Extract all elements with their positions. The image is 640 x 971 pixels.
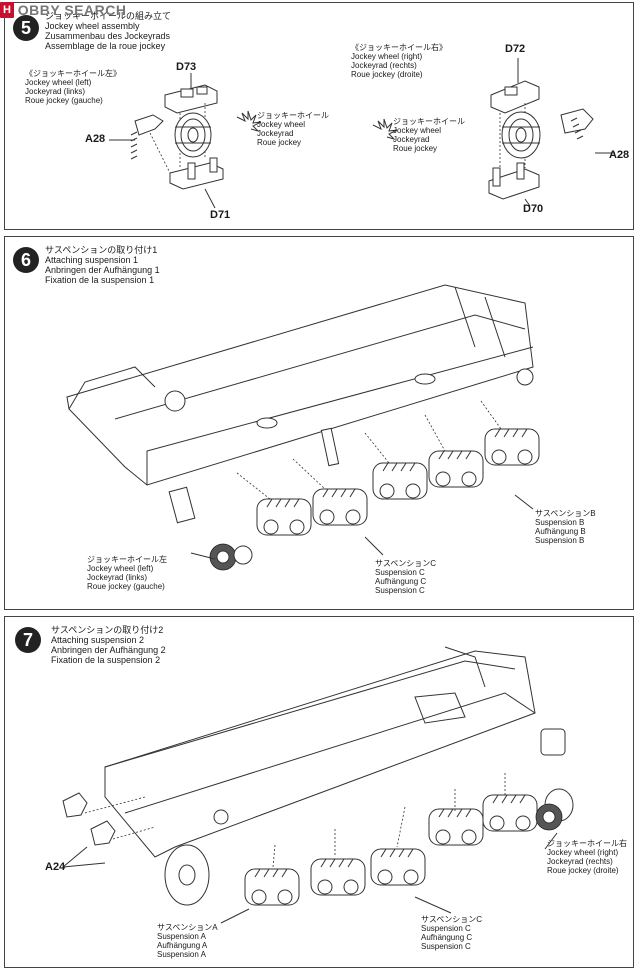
step-7-title-fr: Fixation de la suspension 2 [51,655,161,665]
suspension-c-step6-en: Suspension C [375,568,425,577]
suspension-c-step7-fr: Suspension C [421,942,471,951]
suspension-b-fr: Suspension B [535,536,585,545]
step-6-title-en: Attaching suspension 1 [45,255,139,265]
watermark: H OBBY SEARCH [0,0,170,20]
suspension-c-step7-de: Aufhängung C [421,933,473,942]
step-7-title: サスペンションの取り付け2 Attaching suspension 2 Anb… [51,625,166,665]
step-5-title-fr: Assemblage de la roue jockey [45,41,166,51]
jockey-left-label: ジョッキーホイール左 Jockey wheel (left) Jockeyrad… [87,555,167,591]
step-5-illustration [109,58,615,209]
wheel-label-left-jp: ジョッキーホイール [257,111,329,120]
wheel-label-right-en: Jockey wheel [393,126,442,135]
wheel-label-left: ジョッキーホイール Jockey wheel Jockeyrad Roue jo… [257,111,329,147]
left-group-jp: 《ジョッキーホイール左》 [25,69,121,78]
step-7-title-de: Anbringen der Aufhängung 2 [51,645,166,655]
jockey-right-label: ジョッキーホイール右 Jockey wheel (right) Jockeyra… [547,839,627,875]
step-5-title-en: Jockey wheel assembly [45,21,140,31]
watermark-text: OBBY SEARCH [17,2,127,18]
step-6-number: 6 [13,247,39,273]
suspension-b-jp: サスペンションB [535,509,596,518]
step-6-title-de: Anbringen der Aufhängung 1 [45,265,160,275]
wheel-label-right-jp: ジョッキーホイール [393,117,465,126]
jockey-right-fr: Roue jockey (droite) [547,866,619,875]
right-group-en: Jockey wheel (right) [351,52,423,61]
step-5-title: ジョッキーホイールの組み立て Jockey wheel assembly Zus… [45,11,171,51]
suspension-c-label-step6: サスペンションC Suspension C Aufhängung C Suspe… [375,559,436,595]
jockey-left-jp: ジョッキーホイール左 [87,555,167,564]
step-5-panel: 5 ジョッキーホイールの組み立て Jockey wheel assembly Z… [4,2,634,230]
step-5-number: 5 [13,15,39,41]
right-group-de: Jockeyrad (rechts) [351,61,417,70]
part-d70: D70 [523,203,544,215]
suspension-b-label: サスペンションB Suspension B Aufhängung B Suspe… [535,509,596,545]
suspension-units-step7 [62,728,566,906]
suspension-units-step6 [168,400,540,571]
step-6-title-jp: サスペンションの取り付け1 [45,245,158,255]
step-5-title-jp: ジョッキーホイールの組み立て [45,11,172,21]
suspension-a-fr: Suspension A [157,950,206,959]
part-d72: D72 [505,43,526,55]
step-7-panel: 7 サスペンションの取り付け2 Attaching suspension 2 A… [4,616,634,968]
suspension-a-jp: サスペンションA [157,923,218,932]
step-6-title-fr: Fixation de la suspension 1 [45,275,155,285]
step-7-number: 7 [15,627,41,653]
step-7-title-jp: サスペンションの取り付け2 [51,625,164,635]
left-jockey-assembly-drawing [109,73,262,209]
suspension-c-step6-de: Aufhängung C [375,577,427,586]
left-group-fr: Roue jockey (gauche) [25,96,103,105]
suspension-a-label: サスペンションA Suspension A Aufhängung A Suspe… [157,923,218,959]
step-7-illustration [62,646,574,924]
step-7-title-en: Attaching suspension 2 [51,635,145,645]
suspension-c-step6-fr: Suspension C [375,586,425,595]
part-a28-right: A28 [609,149,630,161]
wheel-label-left-fr: Roue jockey [257,138,302,147]
step-6-title: サスペンションの取り付け1 Attaching suspension 1 Anb… [45,245,160,285]
right-jockey-assembly-drawing [372,58,615,207]
left-group-label: 《ジョッキーホイール左》 Jockey wheel (left) Jockeyr… [25,69,121,105]
step-6-illustration [66,284,540,571]
left-group-en: Jockey wheel (left) [25,78,92,87]
right-group-jp: 《ジョッキーホイール右》 [351,43,447,52]
suspension-a-en: Suspension A [157,932,206,941]
wheel-label-right-de: Jockeyrad [393,135,430,144]
right-group-label: 《ジョッキーホイール右》 Jockey wheel (right) Jockey… [351,43,447,79]
part-d73: D73 [176,61,197,73]
right-group-fr: Roue jockey (droite) [351,70,423,79]
suspension-c-label-step7: サスペンションC Suspension C Aufhängung C Suspe… [421,915,482,951]
suspension-b-de: Aufhängung B [535,527,586,536]
part-a24: A24 [45,861,66,873]
jockey-right-de: Jockeyrad (rechts) [547,857,613,866]
step-6-panel: 6 サスペンションの取り付け1 Attaching suspension 1 A… [4,236,634,610]
wheel-label-right-fr: Roue jockey [393,144,438,153]
suspension-c-step7-en: Suspension C [421,924,471,933]
suspension-c-step6-jp: サスペンションC [375,559,437,568]
hull-drawing-step6 [66,284,534,486]
suspension-b-en: Suspension B [535,518,585,527]
wheel-label-left-de: Jockeyrad [257,129,294,138]
watermark-logo: H [0,2,14,18]
left-group-de: Jockeyrad (links) [25,87,86,96]
part-a28-left: A28 [85,133,106,145]
jockey-right-jp: ジョッキーホイール右 [547,839,627,848]
wheel-label-right: ジョッキーホイール Jockey wheel Jockeyrad Roue jo… [393,117,465,153]
part-d71: D71 [210,209,231,221]
suspension-a-de: Aufhängung A [157,941,208,950]
wheel-label-left-en: Jockey wheel [257,120,306,129]
jockey-left-fr: Roue jockey (gauche) [87,582,165,591]
jockey-right-en: Jockey wheel (right) [547,848,619,857]
jockey-left-en: Jockey wheel (left) [87,564,154,573]
jockey-left-de: Jockeyrad (links) [87,573,148,582]
suspension-c-step7-jp: サスペンションC [421,915,483,924]
step-5-title-de: Zusammenbau des Jockeyrads [45,31,171,41]
